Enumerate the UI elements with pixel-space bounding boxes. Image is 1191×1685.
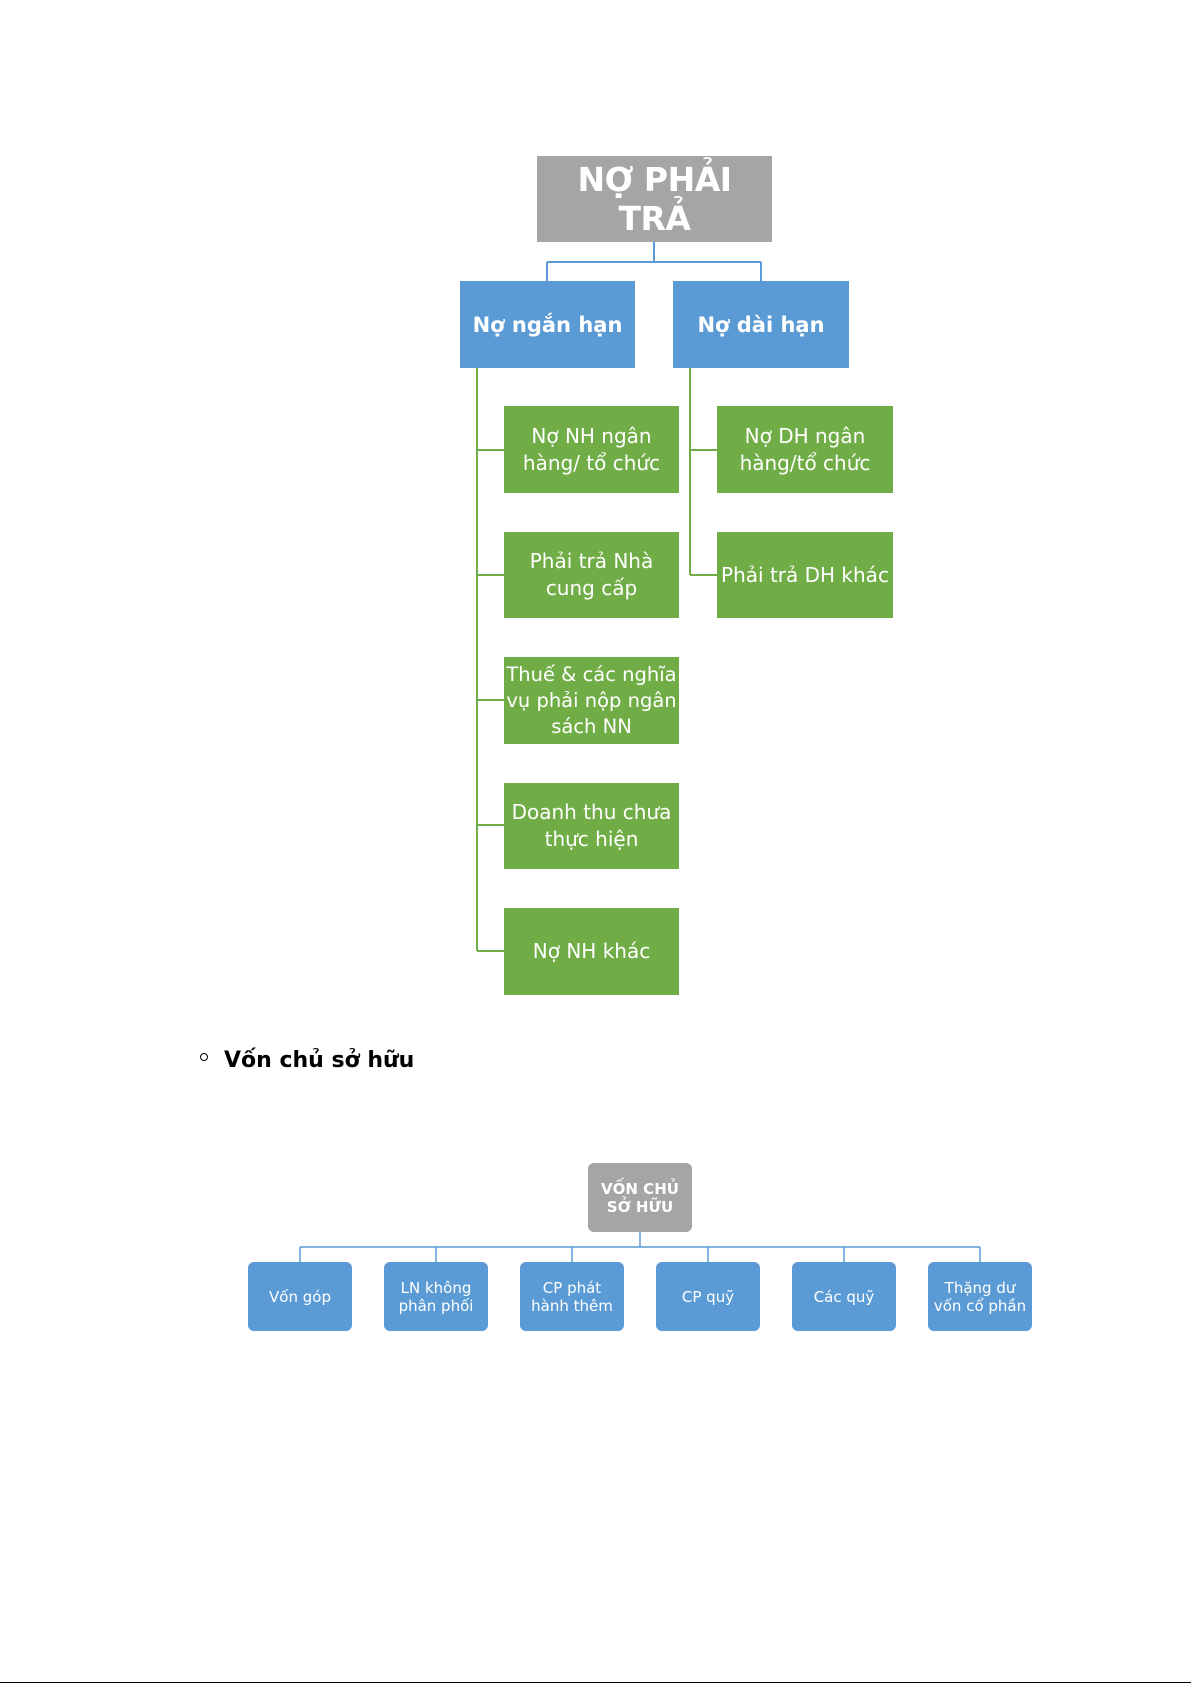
equity-item-node: Thặng dư vốn cổ phần xyxy=(928,1262,1032,1331)
equity-item-label: CP phát hành thêm xyxy=(531,1278,613,1315)
equity-root-node: VỐN CHỦ SỞ HỮU xyxy=(588,1163,692,1232)
short-term-debt-node: Nợ ngắn hạn xyxy=(460,281,635,368)
short-term-debt-label: Nợ ngắn hạn xyxy=(472,312,623,337)
long-term-item-label: Nợ DH ngân hàng/tổ chức xyxy=(739,423,871,475)
equity-item-label: Các quỹ xyxy=(813,1287,875,1306)
equity-item-node: Các quỹ xyxy=(792,1262,896,1331)
short-term-item-node: Nợ NH khác xyxy=(504,908,679,995)
long-term-debt-label: Nợ dài hạn xyxy=(697,312,825,337)
equity-item-label: CP quỹ xyxy=(681,1287,735,1306)
page-bottom-rule xyxy=(0,1682,1191,1683)
equity-item-node: CP quỹ xyxy=(656,1262,760,1331)
short-term-item-label: Nợ NH khác xyxy=(532,939,651,963)
short-term-item-label: Phải trả Nhà cung cấp xyxy=(529,549,654,600)
long-term-item-label: Phải trả DH khác xyxy=(721,562,889,587)
short-term-item-node: Phải trả Nhà cung cấp xyxy=(504,532,679,618)
equity-item-label: LN không phân phối xyxy=(398,1278,474,1315)
short-term-item-label: Nợ NH ngân hàng/ tổ chức xyxy=(522,423,661,475)
liabilities-root-label: NỢ PHẢI TRẢ xyxy=(577,160,732,238)
short-term-item-node: Doanh thu chưa thực hiện xyxy=(504,783,679,869)
long-term-debt-node: Nợ dài hạn xyxy=(673,281,849,368)
equity-item-label: Vốn góp xyxy=(269,1287,331,1306)
equity-section-heading: Vốn chủ sở hữu xyxy=(200,1048,414,1073)
equity-item-node: Vốn góp xyxy=(248,1262,352,1331)
short-term-item-label: Thuế & các nghĩa vụ phải nộp ngân sách N… xyxy=(506,662,677,738)
equity-item-node: LN không phân phối xyxy=(384,1262,488,1331)
hollow-bullet-icon xyxy=(200,1052,208,1061)
short-term-item-node: Thuế & các nghĩa vụ phải nộp ngân sách N… xyxy=(504,657,679,744)
long-term-item-node: Phải trả DH khác xyxy=(717,532,893,618)
equity-item-label: Thặng dư vốn cổ phần xyxy=(933,1278,1027,1315)
liabilities-root-node: NỢ PHẢI TRẢ xyxy=(537,156,772,242)
short-term-item-node: Nợ NH ngân hàng/ tổ chức xyxy=(504,406,679,493)
equity-item-node: CP phát hành thêm xyxy=(520,1262,624,1331)
short-term-item-label: Doanh thu chưa thực hiện xyxy=(511,800,672,851)
equity-root-label: VỐN CHỦ SỞ HỮU xyxy=(601,1179,679,1216)
long-term-item-node: Nợ DH ngân hàng/tổ chức xyxy=(717,406,893,493)
equity-heading-text: Vốn chủ sở hữu xyxy=(224,1048,415,1073)
